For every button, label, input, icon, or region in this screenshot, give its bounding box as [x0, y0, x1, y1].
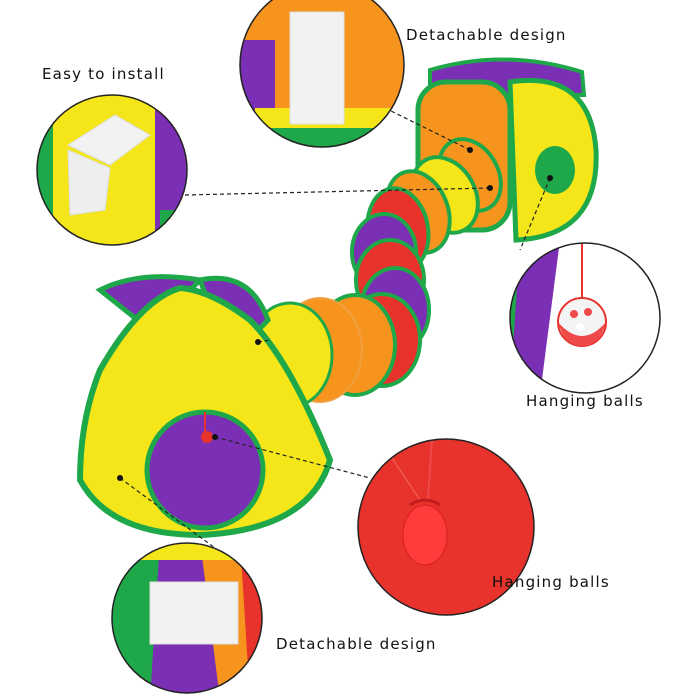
leader-dots — [117, 147, 553, 481]
leader-line-detachable-top — [384, 107, 471, 151]
callout-label-hanging-balls-bottom: Hanging balls — [492, 573, 610, 591]
callout-label-detachable-design-top: Detachable design — [406, 26, 567, 44]
zoom-circle-detachable-bottom — [111, 542, 263, 694]
zoom-circle-hanging-ball-top — [509, 242, 661, 394]
leader-line-hanging-bottom — [214, 436, 371, 479]
zoom-circle-detachable-top — [239, 0, 405, 148]
leader-lines — [119, 107, 551, 549]
callout-label-hanging-balls-top: Hanging balls — [526, 392, 644, 410]
zoom-circle-easy-install — [36, 94, 188, 246]
leader-line-easy-install — [184, 187, 491, 196]
pyramid-tent — [76, 274, 334, 539]
leader-line-detachable-bottom — [119, 477, 216, 549]
leader-line-hanging-top — [519, 177, 551, 251]
callout-label-detachable-design-bottom: Detachable design — [276, 635, 437, 653]
tunnel-body — [76, 57, 599, 539]
zoom-circle-hanging-ball-bottom — [357, 438, 535, 616]
tunnel-segments — [246, 137, 503, 409]
callout-label-easy-to-install: Easy to install — [42, 65, 165, 83]
